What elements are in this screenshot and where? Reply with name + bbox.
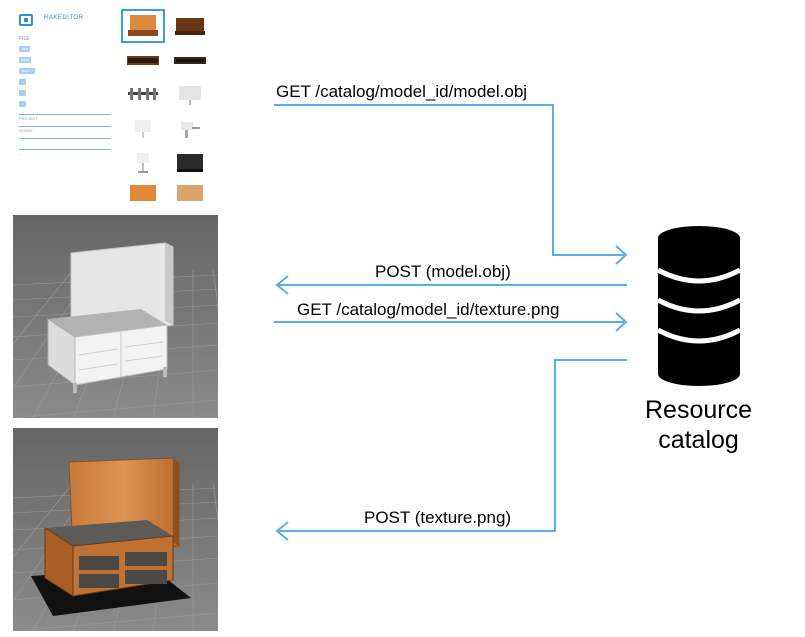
model-thumbnail[interactable]	[171, 80, 209, 108]
menu-item[interactable]: load ...	[19, 68, 36, 74]
model-thumbnail[interactable]	[171, 148, 209, 176]
menu-item[interactable]: ...	[19, 79, 27, 85]
section-scene[interactable]: SCENE	[19, 128, 33, 133]
catalog-editor-screenshot: RAKEDITOR FILE new save load ... ... ...…	[13, 8, 213, 201]
get-model-label: GET /catalog/model_id/model.obj	[276, 82, 528, 101]
model-thumbnail[interactable]	[171, 46, 209, 74]
get-model-arrow	[274, 104, 624, 256]
catalog-label-line2: catalog	[658, 426, 739, 454]
model-thumbnail[interactable]	[124, 148, 162, 176]
post-model-arrowhead	[275, 275, 289, 295]
post-texture-arrow	[278, 359, 627, 532]
editor-brand: RAKEDITOR	[44, 15, 84, 21]
model-thumbnail[interactable]	[171, 182, 209, 201]
database-icon	[658, 226, 740, 386]
model-thumbnail[interactable]	[121, 9, 165, 43]
section-item[interactable]: ...	[19, 140, 23, 145]
section-item[interactable]: ...	[19, 151, 23, 156]
model-thumbnail-grid	[120, 8, 213, 201]
editor-logo-icon	[19, 14, 33, 26]
section-project[interactable]: PROJECT	[19, 116, 38, 121]
section-divider	[19, 149, 111, 150]
menu-item[interactable]: save	[19, 57, 32, 63]
section-divider	[19, 138, 111, 139]
untextured-model-viewport	[13, 215, 218, 418]
section-divider	[19, 114, 111, 115]
model-thumbnail[interactable]	[124, 182, 162, 201]
model-thumbnail[interactable]	[124, 80, 162, 108]
section-divider	[19, 126, 111, 127]
get-model-arrowhead	[615, 245, 628, 265]
post-model-label: POST (model.obj)	[375, 262, 511, 281]
menu-item[interactable]: new	[19, 46, 31, 52]
untextured-model-render	[13, 215, 218, 418]
textured-model-render	[13, 428, 218, 631]
model-thumbnail[interactable]	[124, 46, 162, 74]
get-texture-label: GET /catalog/model_id/texture.png	[297, 300, 560, 319]
get-texture-arrowhead	[615, 312, 628, 332]
post-texture-arrowhead	[275, 521, 289, 541]
menu-item[interactable]: ...	[19, 101, 27, 107]
menu-item[interactable]: ...	[19, 90, 27, 96]
model-thumbnail[interactable]	[171, 12, 209, 40]
model-thumbnail[interactable]	[171, 114, 209, 142]
textured-model-viewport	[13, 428, 218, 631]
post-texture-label: POST (texture.png)	[364, 508, 512, 527]
model-thumbnail[interactable]	[124, 114, 162, 142]
file-menu-label: FILE	[19, 36, 30, 42]
catalog-label-line1: Resource	[645, 396, 752, 424]
